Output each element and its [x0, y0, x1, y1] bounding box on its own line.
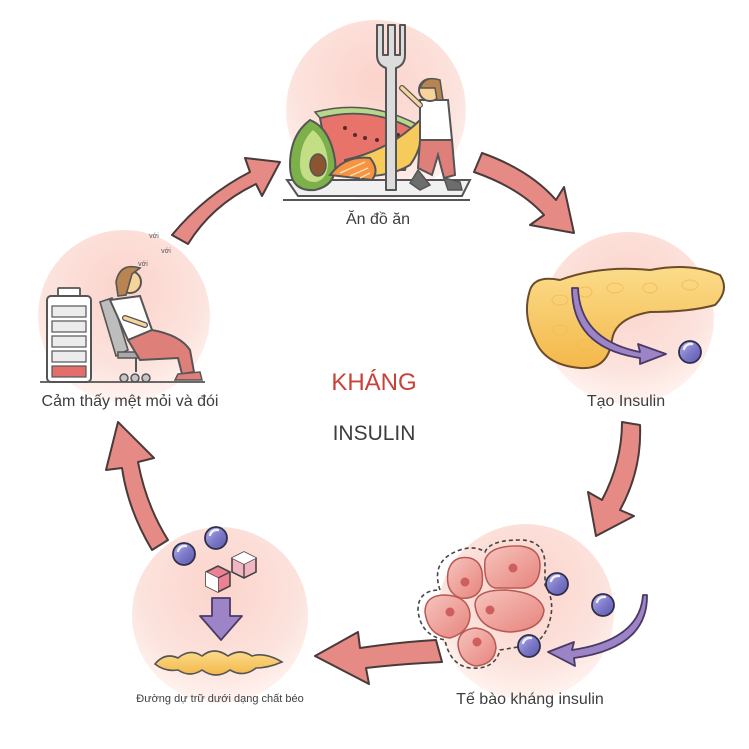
cell-cluster-icon — [417, 539, 553, 669]
step-tired-hungry: với với với Cảm thấy mệt mỏi và đói — [38, 230, 218, 410]
cycle-arrow-fat-to-tired — [105, 421, 169, 551]
insulin-ball-icon — [590, 592, 616, 618]
fork-icon — [376, 24, 406, 191]
step-store-fat-label: Đường dự trữ dưới dạng chất béo — [136, 693, 303, 705]
insulin-ball-icon — [203, 525, 229, 551]
insulin-ball-icon — [516, 633, 542, 659]
center-title: INSULIN — [333, 422, 416, 445]
walking-person-icon — [399, 77, 463, 191]
step-store-fat: Đường dự trữ dưới dạng chất béo — [132, 525, 308, 705]
cycle-arrow-cells-to-fat — [314, 631, 443, 685]
step-make-insulin-label: Tạo Insulin — [587, 393, 665, 410]
center-title-accent: KHÁNG — [331, 369, 416, 396]
battery-low-icon — [46, 287, 92, 383]
insulin-ball-icon — [544, 571, 570, 597]
step-resistant-cells: Tế bào kháng insulin — [417, 524, 648, 708]
step-make-insulin: Tạo Insulin — [525, 232, 725, 410]
sugar-cube-icon — [231, 551, 257, 579]
sugar-cube-icon — [205, 565, 231, 593]
insulin-ball-icon — [677, 339, 703, 365]
fat-blob-icon — [153, 650, 284, 676]
purple-curved-arrow-icon — [571, 287, 667, 365]
insulin-ball-icon — [171, 541, 197, 567]
cycle-arrows — [105, 152, 642, 685]
cycle-arrow-eat-to-insulin — [473, 152, 575, 234]
step-tired-hungry-label: Cảm thấy mệt mỏi và đói — [42, 393, 219, 410]
sigh-text: với — [149, 233, 159, 240]
tired-person-chair-icon — [99, 265, 203, 383]
purple-curved-arrow-icon — [547, 594, 648, 667]
down-arrow-icon — [199, 597, 243, 641]
step-eat-label: Ăn đồ ăn — [346, 209, 410, 228]
step-eat-food: Ăn đồ ăn — [283, 20, 472, 228]
cycle-arrow-insulin-to-cells — [587, 421, 642, 537]
sigh-text: với — [138, 261, 148, 268]
cycle-arrow-tired-to-eat — [171, 157, 281, 245]
step-resistant-cells-label: Tế bào kháng insulin — [456, 691, 604, 708]
sigh-text: với — [161, 248, 171, 255]
